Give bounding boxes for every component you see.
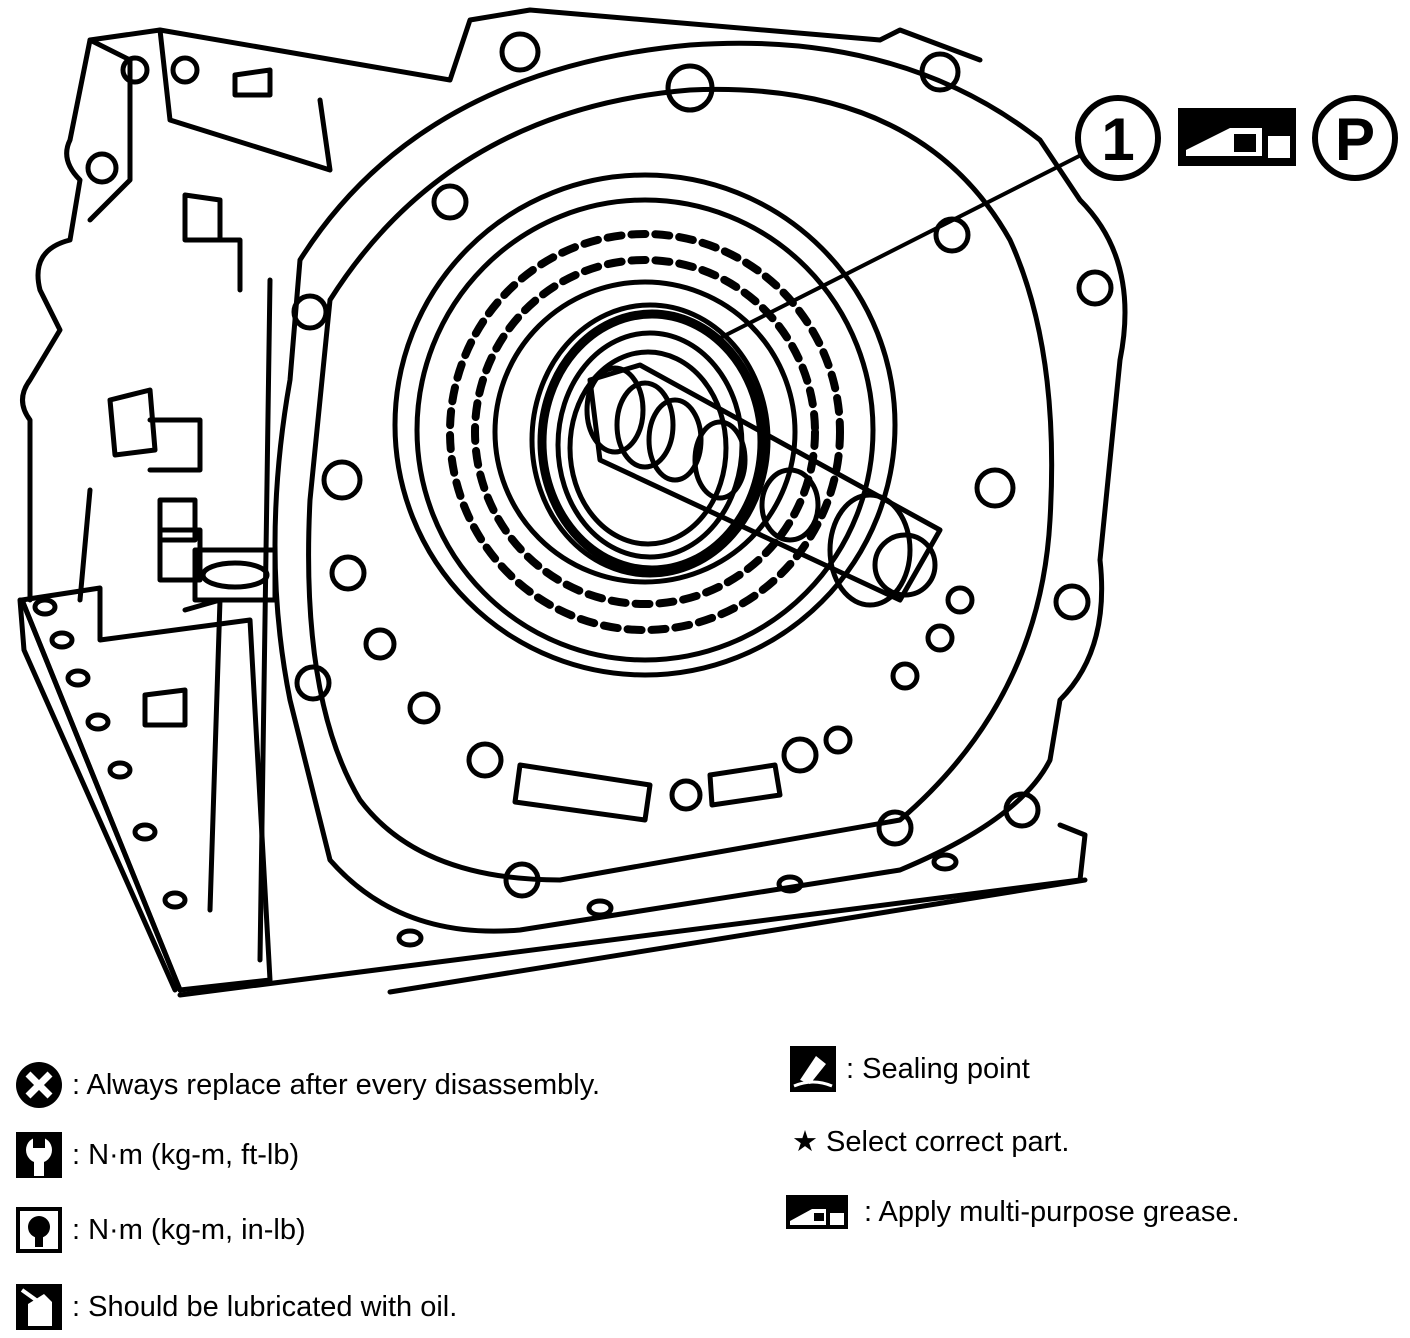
parking-circle: P [1312,95,1398,181]
grease-gun-icon [1178,108,1296,166]
legend-torque-ftlb: : N·m (kg-m, ft-lb) [14,1130,299,1180]
clutch-drum [392,172,898,678]
legend-torque-inlb: : N·m (kg-m, in-lb) [14,1205,306,1255]
legend-sealing-text: : Sealing point [846,1052,1030,1085]
replace-x-icon [16,1062,62,1108]
sealant-icon [790,1046,836,1092]
legend-grease-text: : Apply multi-purpose grease. [864,1195,1240,1228]
parking-symbol: P [1335,106,1375,173]
callout-number-circle: 1 [1075,95,1161,181]
legend-oil-text: : Should be lubricated with oil. [72,1290,458,1323]
oil-pan-flange [17,585,273,993]
legend-torque-ftlb-text: : N·m (kg-m, ft-lb) [72,1138,300,1171]
oil-can-icon [16,1284,62,1330]
input-shaft [584,362,943,608]
legend-select: ★ Select correct part. [792,1124,1069,1159]
legend-sealing: : Sealing point [788,1044,1030,1094]
legend-torque-inlb-text: : N·m (kg-m, in-lb) [72,1213,306,1246]
torque-wrench-icon [16,1132,62,1178]
converter-housing [272,31,1128,934]
legend-replace: : Always replace after every disassembly… [14,1060,600,1110]
grease-gun-small-icon [786,1195,848,1229]
legend-grease: : Apply multi-purpose grease. [786,1195,1240,1229]
torque-wrench-small-icon [16,1207,62,1253]
leader-line [718,146,1097,340]
callout-number: 1 [1101,106,1134,173]
transmission-diagram: 1 P [17,7,1398,998]
legend-select-text: ★ Select correct part. [792,1126,1070,1158]
legend-replace-text: : Always replace after every disassembly… [72,1068,601,1101]
legend-oil: : Should be lubricated with oil. [14,1282,457,1332]
